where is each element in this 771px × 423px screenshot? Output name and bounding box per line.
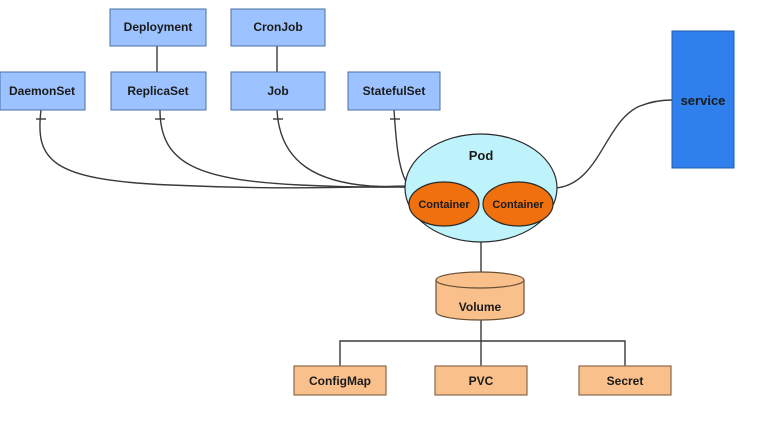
container-1-label: Container: [418, 199, 470, 211]
edge-pod-service: [554, 99, 673, 189]
pvc-label: PVC: [469, 374, 494, 388]
deployment-box: [109, 8, 207, 47]
secret-label: Secret: [607, 374, 644, 388]
connectors: [36, 46, 673, 366]
node-cronjob: CronJob: [230, 8, 326, 47]
node-replicaset: ReplicaSet: [110, 71, 207, 111]
node-deployment: Deployment: [109, 8, 207, 47]
replicaset-label: ReplicaSet: [127, 84, 188, 98]
job-label: Job: [267, 84, 288, 98]
volume-top: [435, 271, 525, 289]
daemonset-box: [0, 71, 86, 111]
volume-body: [435, 280, 525, 321]
container-2-label: Container: [492, 199, 544, 211]
configmap-box: [293, 365, 387, 396]
configmap-label: ConfigMap: [309, 374, 371, 388]
secret-box: [578, 365, 672, 396]
edge-statefulset-pod: [393, 109, 409, 186]
node-configmap: ConfigMap: [293, 365, 387, 396]
daemonset-label: DaemonSet: [9, 84, 75, 98]
cronjob-box: [230, 8, 326, 47]
node-daemonset: DaemonSet: [0, 71, 86, 111]
job-box: [230, 71, 326, 111]
service-label: service: [681, 93, 726, 108]
volume-label: Volume: [459, 300, 502, 314]
node-pvc: PVC: [434, 365, 528, 396]
pvc-box: [434, 365, 528, 396]
pod-label: Pod: [469, 148, 494, 163]
cronjob-label: CronJob: [253, 20, 302, 34]
edge-replicaset-pod: [159, 109, 409, 188]
node-secret: Secret: [578, 365, 672, 396]
service-box: [671, 30, 735, 169]
replicaset-box: [110, 71, 207, 111]
node-pod: Pod Container Container: [404, 133, 558, 243]
node-statefulset: StatefulSet: [347, 71, 441, 111]
deployment-label: Deployment: [124, 20, 193, 34]
statefulset-label: StatefulSet: [363, 84, 426, 98]
container-1-ellipse: [408, 181, 480, 227]
edge-job-pod: [276, 109, 409, 188]
node-volume: Volume: [435, 271, 525, 321]
edge-volume-configmap-secret: [339, 340, 626, 366]
statefulset-box: [347, 71, 441, 111]
node-job: Job: [230, 71, 326, 111]
container-2-ellipse: [482, 181, 554, 227]
node-service: service: [671, 30, 735, 169]
